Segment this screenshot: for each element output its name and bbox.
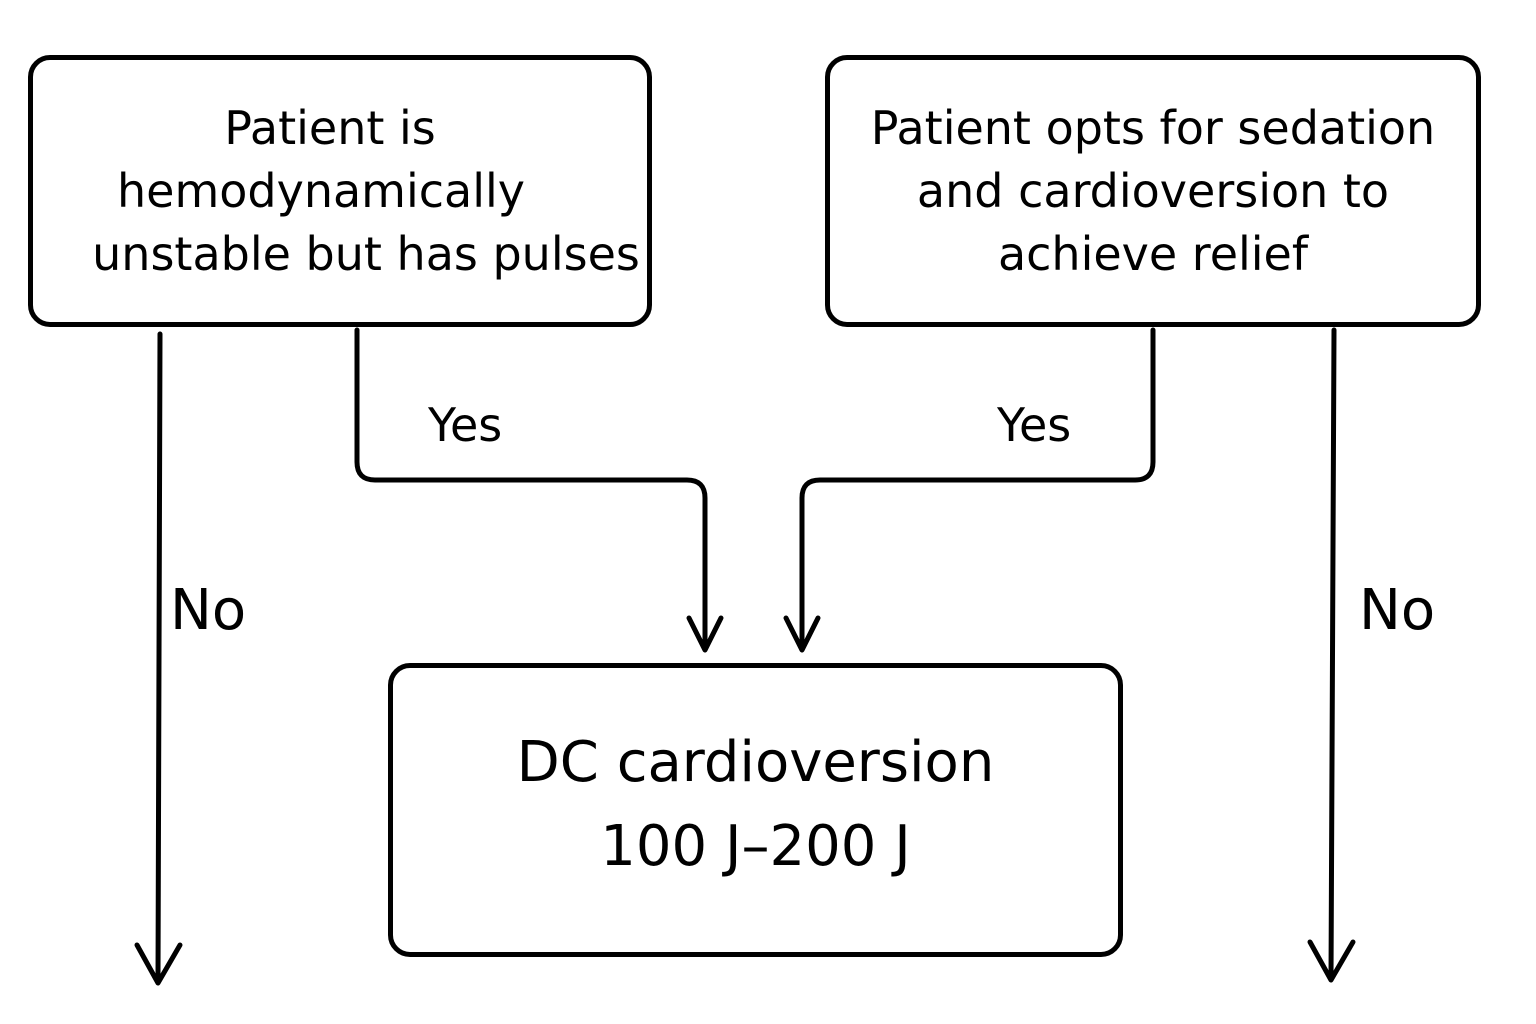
no-label-left: No (170, 578, 247, 643)
yes-label-right: Yes (997, 398, 1072, 452)
box-line: Patient is (224, 100, 436, 155)
box-line: unstable but has pulses (92, 226, 640, 281)
box-line: achieve relief (997, 226, 1309, 281)
box-line: Patient opts for sedation (870, 100, 1436, 155)
decision-hemodynamically-unstable: Patient is hemodynamically unstable but … (28, 55, 652, 327)
box-line: and cardioversion to (916, 163, 1390, 218)
no-label-right: No (1359, 578, 1436, 643)
no-arrow-left (134, 331, 183, 986)
yes-label-left: Yes (428, 398, 503, 452)
no-arrow-right (1307, 327, 1356, 983)
box-line: DC cardioversion (516, 730, 995, 795)
box-line: hemodynamically (116, 163, 526, 218)
action-dc-cardioversion: DC cardioversion 100 J–200 J (388, 663, 1123, 957)
decision-sedation-cardioversion: Patient opts for sedation and cardiovers… (825, 55, 1481, 327)
box-line: 100 J–200 J (600, 814, 911, 879)
yes-arrow-left (354, 327, 724, 653)
yes-arrow-right (783, 327, 1156, 653)
